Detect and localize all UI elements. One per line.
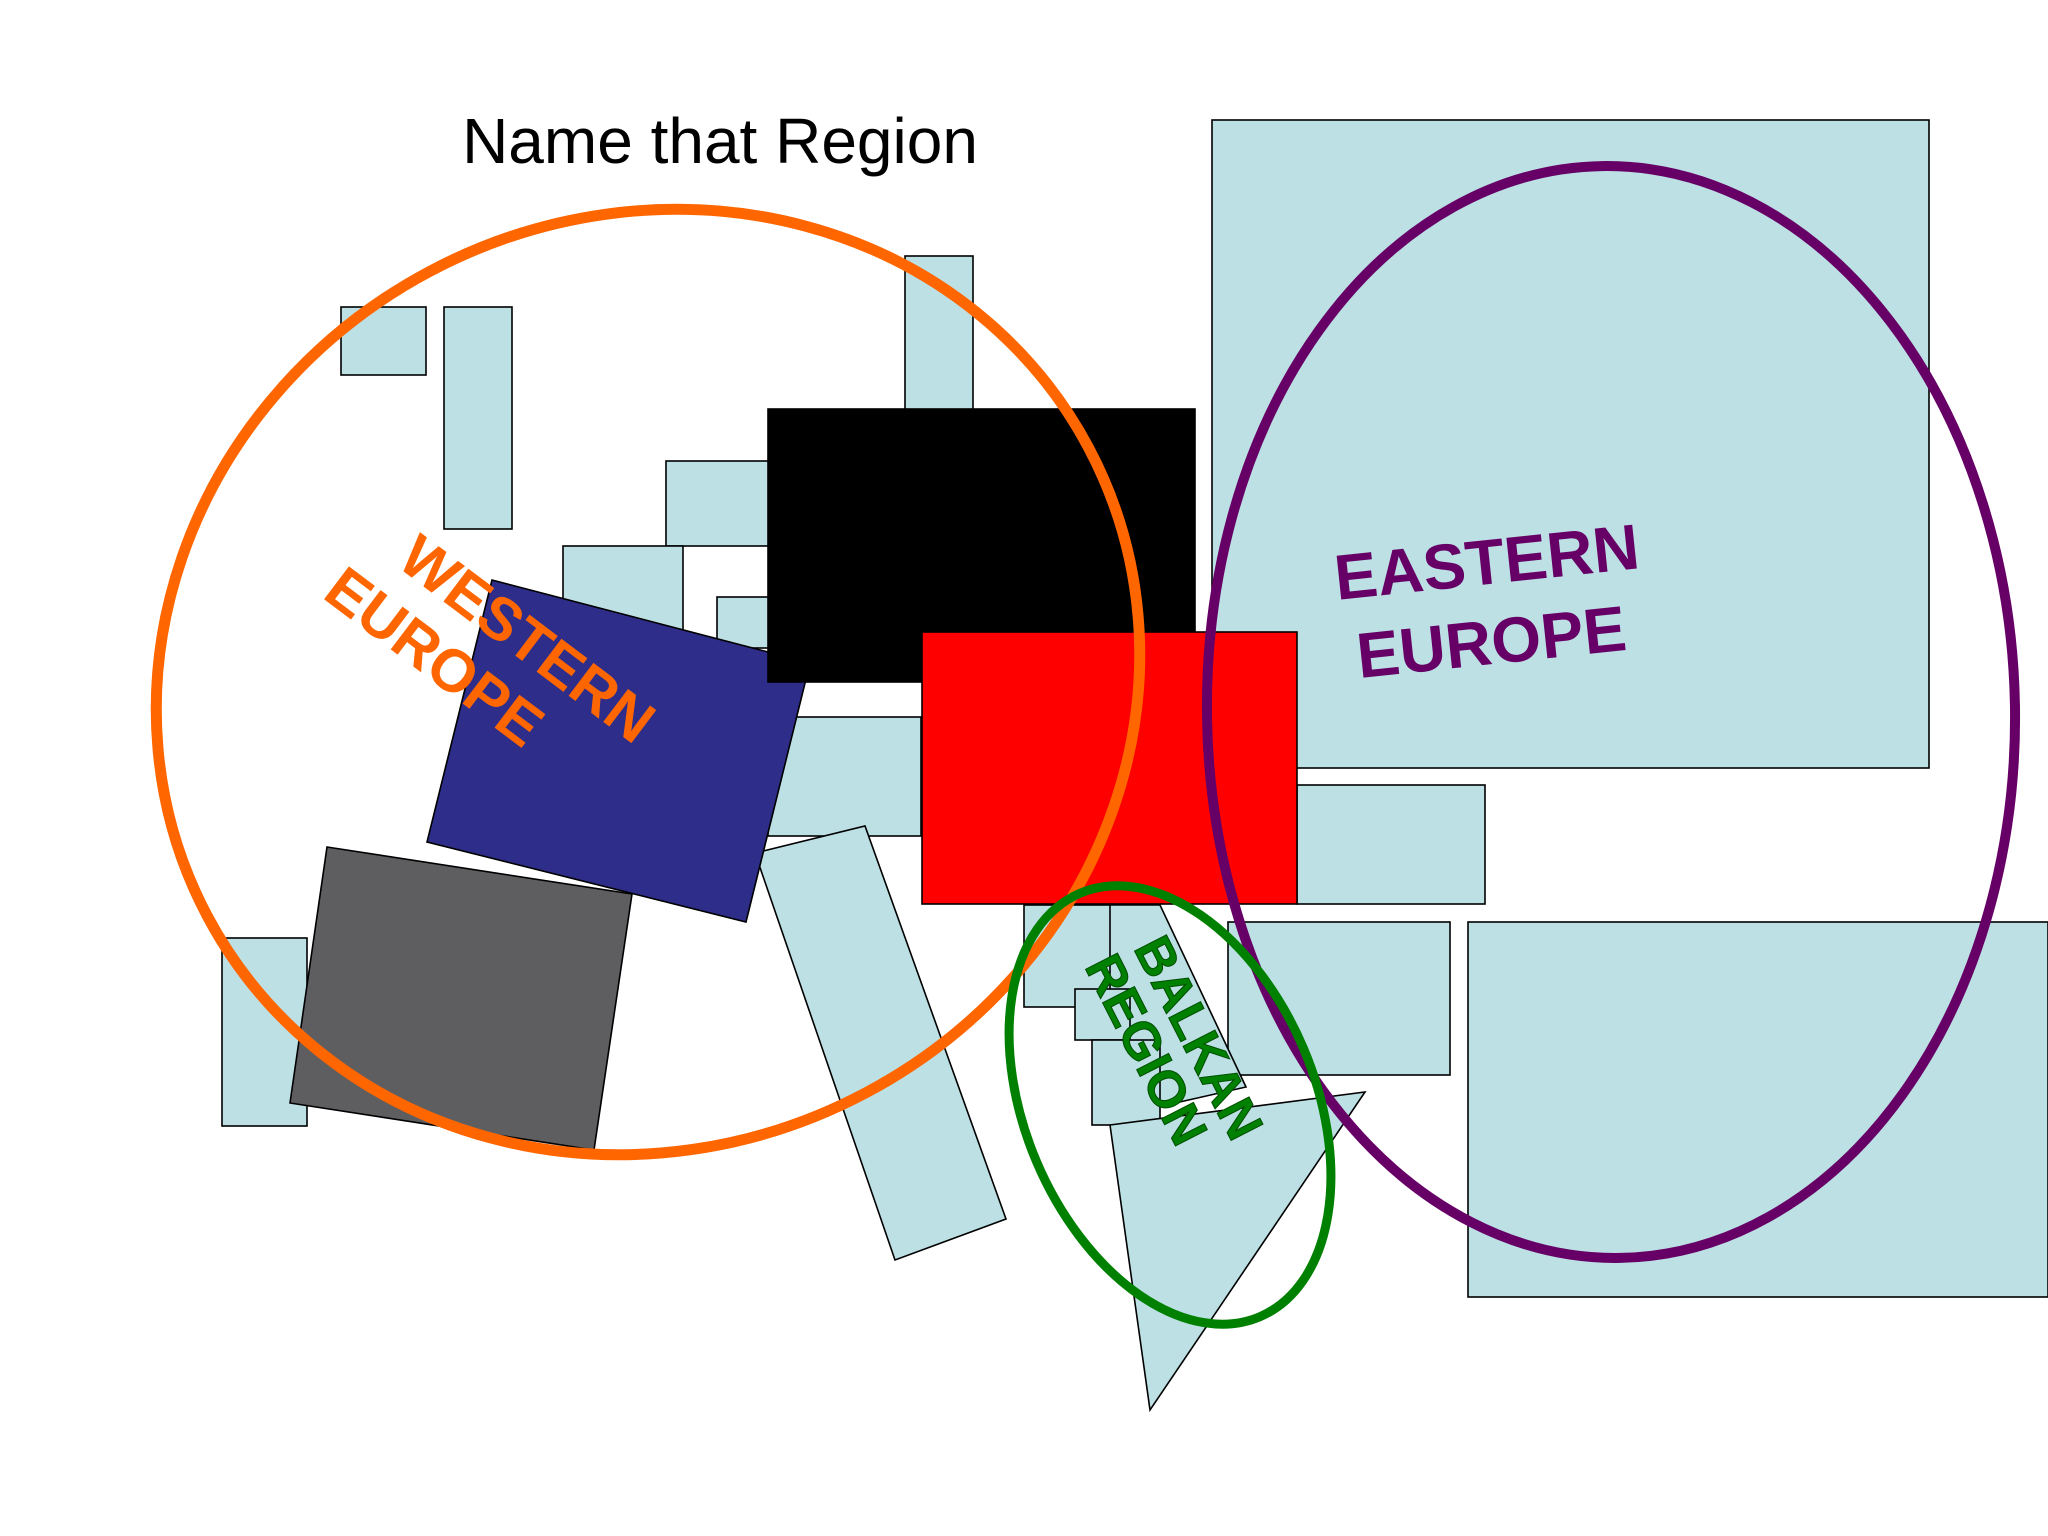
country-block bbox=[1467, 921, 2048, 1298]
country-block bbox=[340, 306, 427, 376]
country-block bbox=[443, 306, 513, 530]
country-block bbox=[1296, 784, 1486, 905]
country-block bbox=[1211, 119, 1930, 769]
country-block bbox=[1074, 988, 1131, 1041]
country-block bbox=[1227, 921, 1451, 1076]
country-block-gray bbox=[289, 846, 633, 1151]
country-block-red bbox=[921, 631, 1298, 905]
country-block bbox=[1091, 1039, 1161, 1126]
balkan-region-outline bbox=[1004, 881, 1336, 1329]
major-country-blocks bbox=[289, 408, 1298, 1151]
eastern-europe-outline bbox=[1201, 161, 2021, 1263]
country-block-navy bbox=[426, 579, 811, 923]
country-block bbox=[1109, 1090, 1367, 1413]
page-title: Name that Region bbox=[462, 105, 978, 177]
western-europe-outline bbox=[150, 203, 1146, 1161]
country-block bbox=[767, 716, 922, 837]
country-block bbox=[753, 825, 1008, 1262]
country-blocks bbox=[221, 119, 2048, 1413]
region-outlines bbox=[150, 161, 2021, 1329]
